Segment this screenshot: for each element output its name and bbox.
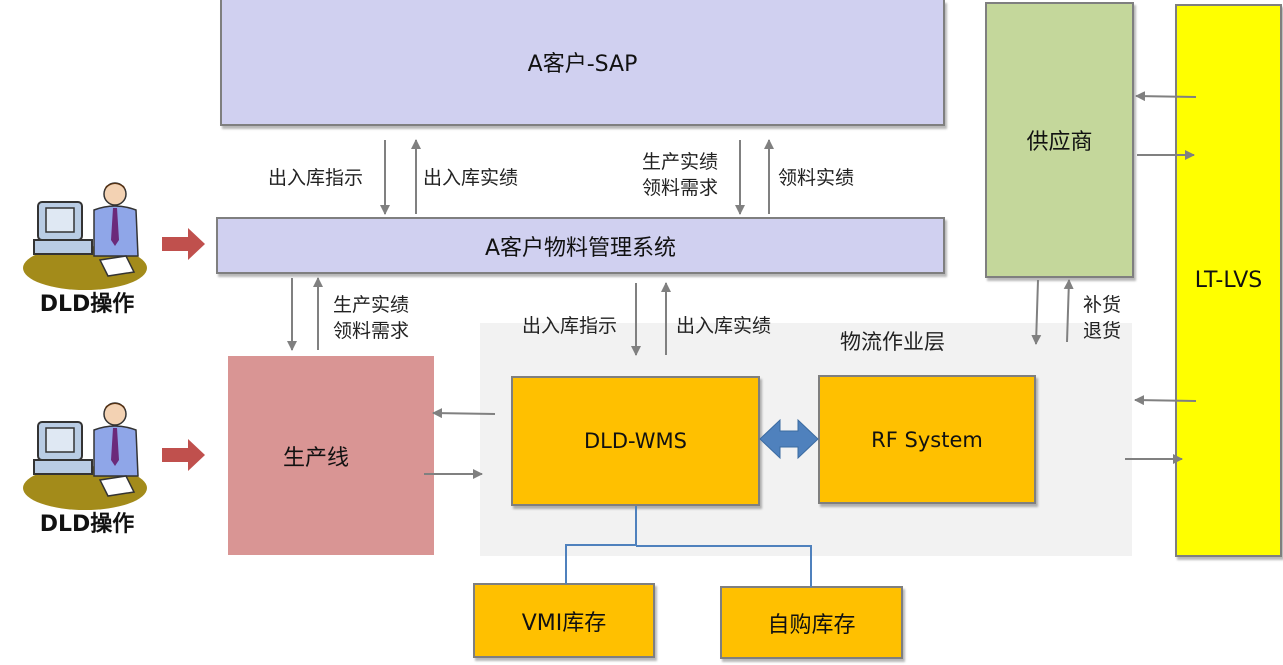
wms-rf-double-arrow (759, 418, 819, 460)
flow-label-inout-result-2: 出入库实绩 (676, 315, 772, 337)
wms-stock-tree (565, 506, 812, 587)
sap-box[interactable]: A客户-SAP (220, 0, 945, 126)
vmi-stock-label: VMI库存 (521, 610, 607, 636)
flow-label-replenish-return: 补货 退货 (1083, 294, 1122, 342)
own-stock-label: 自购库存 (767, 612, 856, 638)
arrow-lvs-to-supplier (1135, 91, 1197, 102)
wms-box[interactable]: DLD-WMS (511, 376, 760, 506)
arrow-wms-to-production (432, 408, 496, 419)
sap-label: A客户-SAP (527, 52, 638, 77)
operator-1-icon (23, 182, 147, 290)
rf-system-label: RF System (871, 427, 983, 452)
supplier-box[interactable]: 供应商 (985, 2, 1134, 278)
logistics-layer-label: 物流作业层 (840, 330, 945, 354)
arrow-lvs-to-layer (1134, 395, 1197, 406)
vmi-stock-box[interactable]: VMI库存 (473, 583, 655, 658)
arrow-layer-to-supplier (1063, 279, 1074, 343)
flow-label-production-request-1: 生产实绩 领料需求 (642, 151, 719, 199)
flow-label-production-request-2: 生产实绩 领料需求 (333, 294, 410, 342)
lvs-label: LT-LVS (1194, 268, 1263, 293)
arrow-supplier-to-layer (1031, 279, 1042, 345)
flow-label-inout-result-1: 出入库实绩 (423, 167, 519, 189)
wms-label: DLD-WMS (584, 429, 687, 453)
material-management-label: A客户物料管理系统 (484, 235, 677, 261)
operator-arrow-1 (162, 228, 205, 260)
operator-2-icon (23, 402, 147, 510)
flow-label-inout-instruction-1: 出入库指示 (268, 167, 364, 189)
supplier-label: 供应商 (1026, 130, 1093, 155)
flow-label-inout-instruction-2: 出入库指示 (522, 315, 618, 337)
operator-2-label: DLD操作 (39, 512, 135, 537)
production-line-box[interactable]: 生产线 (228, 356, 434, 555)
production-line-label: 生产线 (282, 445, 349, 471)
operator-1-label: DLD操作 (39, 292, 135, 317)
rf-system-box[interactable]: RF System (818, 375, 1036, 504)
own-stock-box[interactable]: 自购库存 (720, 586, 903, 659)
material-management-box[interactable]: A客户物料管理系统 (216, 217, 945, 274)
flow-label-picking-result: 领料实绩 (778, 167, 855, 189)
operator-arrow-2 (162, 439, 205, 471)
